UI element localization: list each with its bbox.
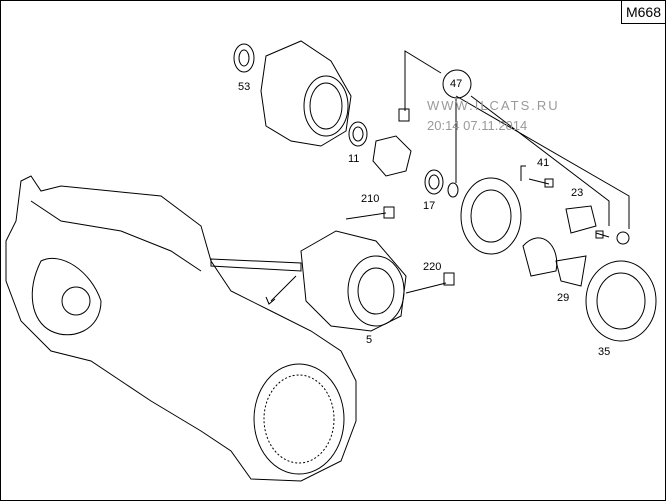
- watermark-site: WWW.ILCATS.RU: [427, 98, 560, 113]
- alternator: [300, 230, 407, 332]
- label-53[interactable]: 53: [238, 81, 251, 93]
- label-17[interactable]: 17: [423, 200, 436, 212]
- label-35[interactable]: 35: [598, 346, 611, 358]
- label-47[interactable]: 47: [450, 78, 463, 90]
- front-housing: [260, 40, 352, 147]
- diagram-code: M668: [620, 1, 665, 24]
- label-5[interactable]: 5: [366, 334, 373, 346]
- watermark-timestamp: 20:14 07.11.2014: [427, 118, 528, 133]
- label-210[interactable]: 210: [361, 193, 380, 205]
- part-53-cap: [233, 43, 255, 73]
- label-41[interactable]: 41: [537, 157, 550, 169]
- label-29[interactable]: 29: [557, 292, 570, 304]
- transmission-housing: [5, 175, 357, 482]
- label-23[interactable]: 23: [571, 187, 584, 199]
- callout-47-circle: [442, 69, 472, 99]
- label-11[interactable]: 11: [348, 153, 360, 165]
- label-220[interactable]: 220: [423, 261, 442, 273]
